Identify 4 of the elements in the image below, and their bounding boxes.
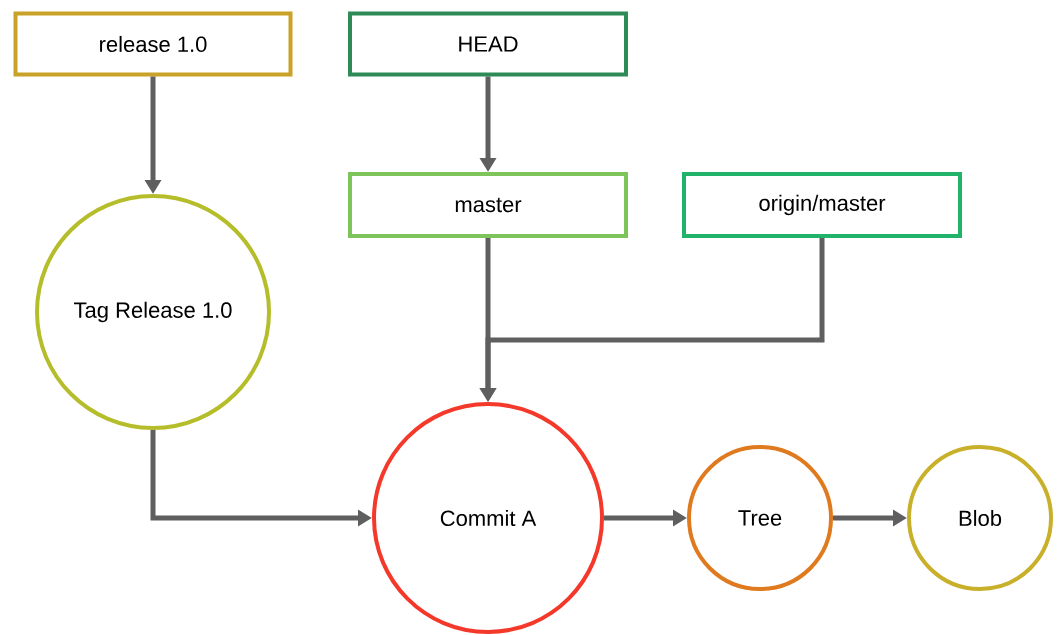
label-box: origin/master (682, 172, 962, 238)
label-box: release 1.0 (13, 11, 293, 77)
label-box: master (348, 172, 628, 238)
label-box: HEAD (348, 11, 628, 77)
